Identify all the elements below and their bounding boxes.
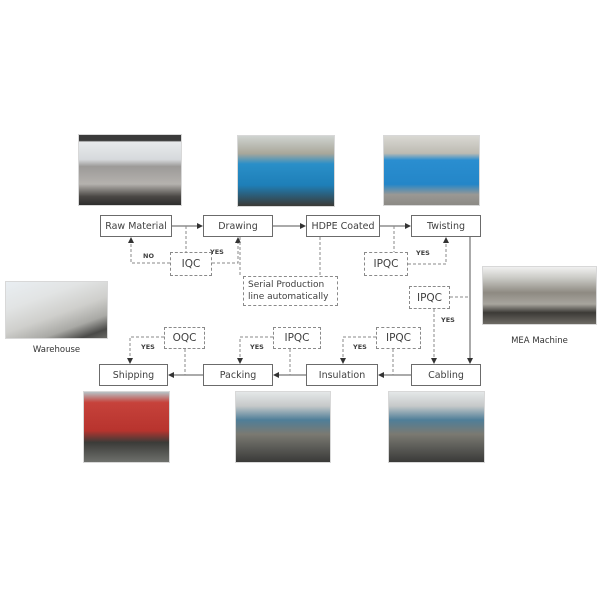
label-yes-twisting: YES <box>416 249 430 257</box>
step-cabling: Cabling <box>411 364 481 386</box>
ipqc-packing-check: IPQC <box>273 327 321 349</box>
mea-photo <box>482 266 597 325</box>
ipqc-cabling-check: IPQC <box>409 286 450 309</box>
step-packing: Packing <box>203 364 273 386</box>
step-twisting: Twisting <box>411 215 481 237</box>
note-line-2: line automatically <box>248 292 329 302</box>
label-yes-iqc: YES <box>210 248 224 256</box>
ipqc-twisting-check: IPQC <box>364 252 408 276</box>
note-line-1: Serial Production <box>248 280 325 290</box>
step-raw-material: Raw Material <box>100 215 172 237</box>
raw-material-photo <box>78 134 182 206</box>
label-yes-packing: YES <box>250 343 264 351</box>
twisting-photo <box>383 135 480 206</box>
step-hdpe-coated: HDPE Coated <box>306 215 380 237</box>
iqc-check: IQC <box>170 252 212 276</box>
label-no: NO <box>143 252 154 260</box>
shipping-photo <box>83 391 170 463</box>
warehouse-caption: Warehouse <box>32 345 81 355</box>
label-yes-cabling: YES <box>441 316 455 324</box>
warehouse-photo <box>5 281 108 339</box>
cabling-photo <box>388 391 485 463</box>
drawing-photo <box>237 135 335 207</box>
step-drawing: Drawing <box>203 215 273 237</box>
serial-production-note: Serial Production line automatically <box>243 276 338 306</box>
ipqc-insulation-check: IPQC <box>376 327 421 349</box>
label-yes-insulation: YES <box>353 343 367 351</box>
step-insulation: Insulation <box>306 364 378 386</box>
step-shipping: Shipping <box>99 364 168 386</box>
packing-photo <box>235 391 331 463</box>
mea-machine-caption: MEA Machine <box>511 336 568 346</box>
oqc-check: OQC <box>164 327 205 349</box>
label-yes-oqc: YES <box>141 343 155 351</box>
